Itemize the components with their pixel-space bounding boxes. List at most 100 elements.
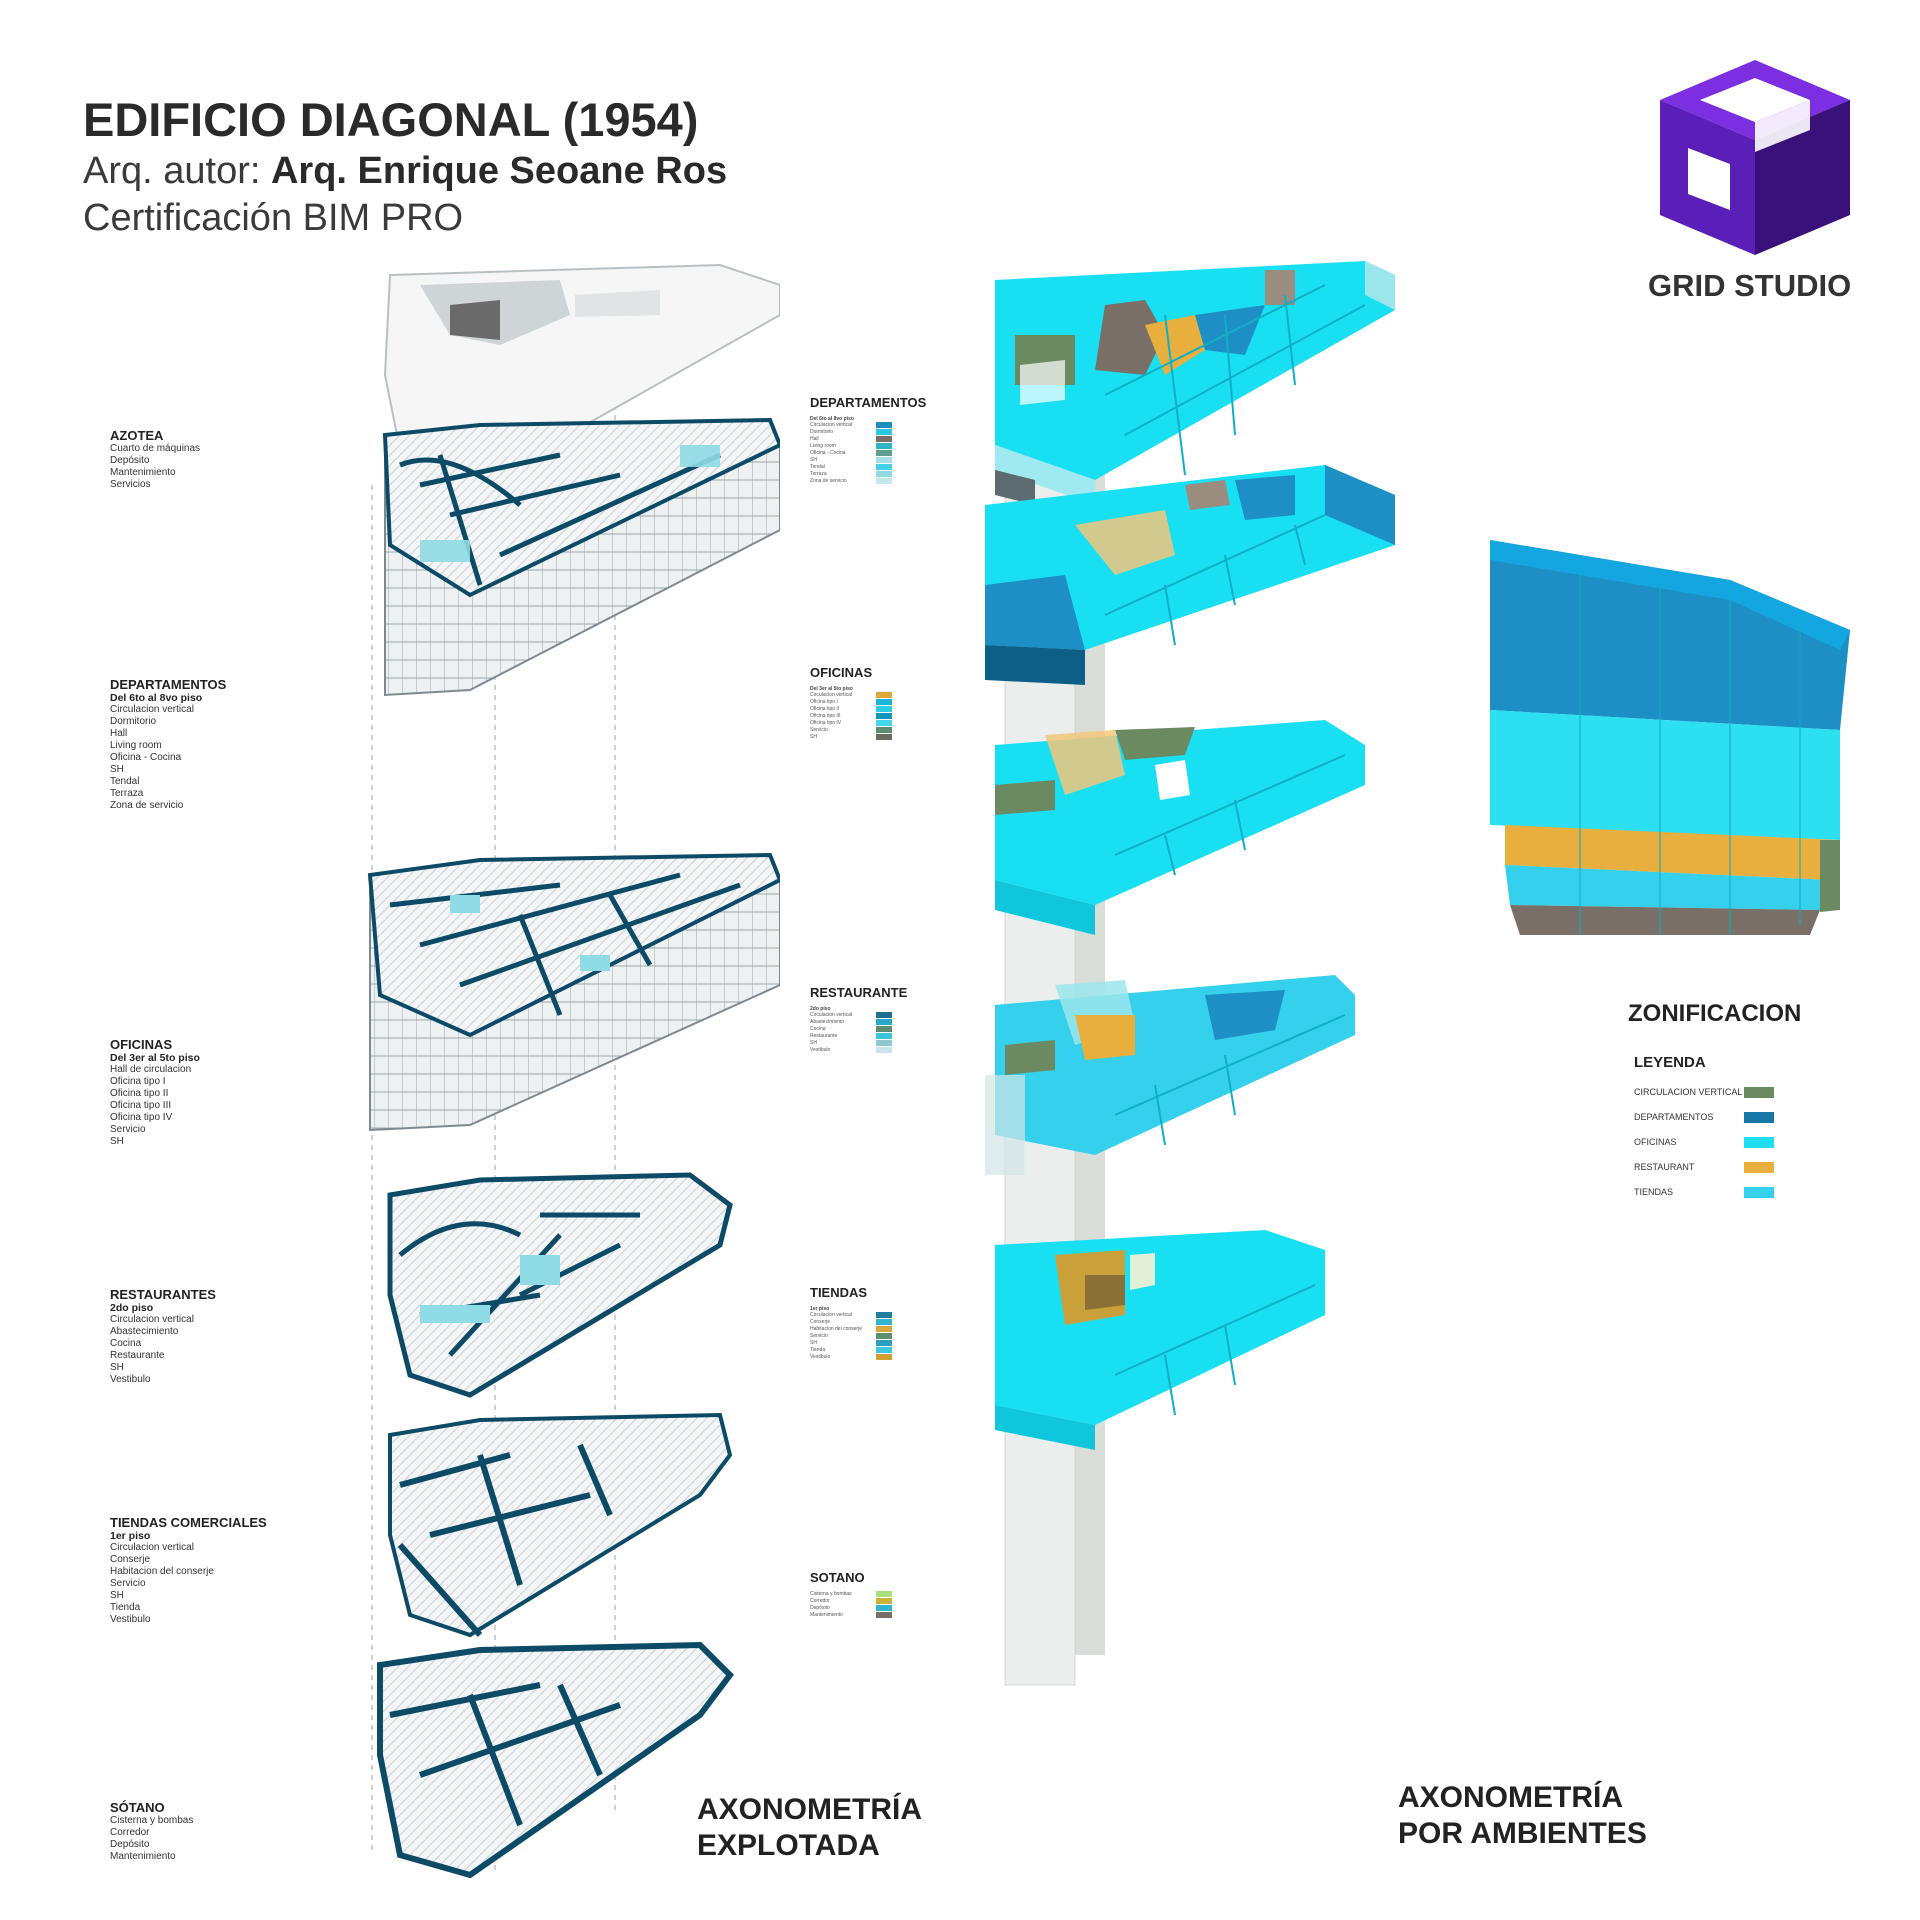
mini-legend-item-label: SH: [810, 1340, 817, 1346]
floor-item: Circulacion vertical: [110, 704, 194, 715]
mini-legend-item: Conserje: [810, 1319, 920, 1326]
mini-legend-heading: OFICINAS: [810, 665, 873, 680]
floor-item: Corredor: [110, 1827, 150, 1838]
floor-item: Oficina tipo I: [110, 1076, 166, 1087]
floor-heading: OFICINAS: [110, 1037, 173, 1052]
caption-exploded-line2: EXPLOTADA: [697, 1829, 880, 1862]
zoning-legend-item: CIRCULACION VERTICAL: [1634, 1087, 1774, 1101]
mini-legend-swatch: [876, 692, 892, 698]
mini-legend-item-label: Circulacion vertical: [810, 422, 852, 428]
mini-legend-item: Depósito: [810, 1605, 920, 1612]
floor-heading: SÓTANO: [110, 1800, 165, 1815]
mini-legend-item: Cocina: [810, 1026, 920, 1033]
mini-legend-heading: RESTAURANTE: [810, 985, 908, 1000]
mini-legend-item: Oficina tipo I: [810, 699, 920, 706]
mini-legend-swatch: [876, 1040, 892, 1046]
mini-legend-swatch: [876, 436, 892, 442]
floor-item: Oficina tipo IV: [110, 1112, 173, 1123]
zoning-legend-item: OFICINAS: [1634, 1137, 1774, 1151]
mini-legend-item-label: SH: [810, 734, 817, 740]
ambientes-axonometry-drawing: [985, 261, 1395, 1686]
mini-legend-item: Oficina - Cocina: [810, 450, 920, 457]
zoning-legend-title: LEYENDA: [1634, 1054, 1706, 1071]
floor-item: Habitacion del conserje: [110, 1566, 214, 1577]
mini-legend-swatch: [876, 1612, 892, 1618]
mini-legend-swatch: [876, 471, 892, 477]
mini-legend-item: Dormitorio: [810, 429, 920, 436]
floor-heading: RESTAURANTES: [110, 1287, 216, 1302]
mini-legend-item: SH: [810, 457, 920, 464]
floor-heading: DEPARTAMENTOS: [110, 677, 227, 692]
zoning-legend-item-label: CIRCULACION VERTICAL: [1634, 1087, 1743, 1097]
floor-item: SH: [110, 1590, 124, 1601]
floor-item: Tienda: [110, 1602, 141, 1613]
departamentos-floor-plan: [382, 417, 780, 697]
floor-item: Oficina - Cocina: [110, 752, 182, 763]
mini-legend-swatch: [876, 478, 892, 484]
mini-legend-item: Servicio: [810, 727, 920, 734]
caption-exploded-line1: AXONOMETRÍA: [697, 1793, 922, 1826]
mini-legend-swatch: [876, 1312, 892, 1318]
zoning-legend-swatch: [1744, 1162, 1774, 1173]
floor-item: Circulacion vertical: [110, 1314, 194, 1325]
mini-legend-item-label: Terraza: [810, 471, 827, 477]
mini-legend-item: Servicio: [810, 1333, 920, 1340]
mini-legend-item-label: Oficina - Cocina: [810, 450, 846, 456]
restaurantes-floor-plan: [387, 1172, 733, 1398]
floor-heading: AZOTEA: [110, 428, 164, 443]
mini-legend-item-label: Circulacion vertical: [810, 1312, 852, 1318]
mini-legend-item: Oficina tipo III: [810, 713, 920, 720]
caption-ambientes-line2: POR AMBIENTES: [1398, 1817, 1647, 1850]
mini-legend-swatch: [876, 734, 892, 740]
zoning-legend-swatch: [1744, 1087, 1774, 1098]
brand-name: GRID STUDIO: [1648, 268, 1852, 303]
mini-legend-item: Habitacion del conserje: [810, 1326, 920, 1333]
mini-legend-item: Circulacion vertical: [810, 1012, 920, 1019]
mini-legend-item-label: Hall: [810, 436, 819, 442]
author-line: Arq. autor: Arq. Enrique Seoane Ros: [83, 150, 727, 193]
caption-ambientes-line1: AXONOMETRÍA: [1398, 1781, 1623, 1814]
ambientes-tiendas: [985, 975, 1355, 1175]
mini-legend-heading: TIENDAS: [810, 1285, 868, 1300]
ambientes-restaurante: [995, 720, 1365, 935]
mini-legend-item: Abastecimiento: [810, 1019, 920, 1026]
zoning-legend-item-label: OFICINAS: [1634, 1137, 1677, 1147]
zoning-legend-swatch: [1744, 1112, 1774, 1123]
zoning-legend-item-label: DEPARTAMENTOS: [1634, 1112, 1714, 1122]
floor-item: Restaurante: [110, 1350, 165, 1361]
mini-legend-item-label: Oficina tipo III: [810, 713, 841, 719]
mini-legend-item-label: Vestibulo: [810, 1047, 831, 1053]
floor-item: Servicio: [110, 1578, 146, 1589]
exploded-axonometry-drawing: [367, 263, 780, 1879]
mini-legend-swatch: [876, 1326, 892, 1332]
floor-item: Dormitorio: [110, 716, 157, 727]
mini-legend-item-label: Oficina tipo II: [810, 706, 840, 712]
floor-item: SH: [110, 1136, 124, 1147]
floor-item: Depósito: [110, 455, 150, 466]
mini-legend-item-label: Depósito: [810, 1605, 830, 1611]
floor-item: Living room: [110, 740, 162, 751]
mini-legend-swatch: [876, 1340, 892, 1346]
mini-legend-subheading: Del 3er al 5to piso: [810, 686, 853, 692]
page-title: EDIFICIO DIAGONAL (1954): [83, 93, 699, 146]
mini-legend-item-label: SH: [810, 457, 817, 463]
mini-legend-subheading: 2do piso: [810, 1006, 831, 1012]
mini-legend-item: Restaurante: [810, 1033, 920, 1040]
mini-legend-swatch: [876, 443, 892, 449]
mini-legend-swatch: [876, 1047, 892, 1053]
mini-legend-item: Cisterna y bombas: [810, 1591, 920, 1598]
mini-legend-swatch: [876, 1591, 892, 1597]
mini-legend-item-label: Restaurante: [810, 1033, 838, 1039]
mini-legend-heading: DEPARTAMENTOS: [810, 395, 927, 410]
floor-item: Cuarto de máquinas: [110, 443, 201, 454]
zoning-legend-item: TIENDAS: [1634, 1187, 1774, 1201]
floor-item: Servicios: [110, 479, 151, 490]
floor-item: Cisterna y bombas: [110, 1815, 194, 1826]
mini-legend-heading: SOTANO: [810, 1570, 865, 1585]
ambientes-oficinas: [985, 465, 1395, 685]
mini-legend-item: SH: [810, 1040, 920, 1047]
mini-legend-item: Circulacion vertical: [810, 692, 920, 699]
